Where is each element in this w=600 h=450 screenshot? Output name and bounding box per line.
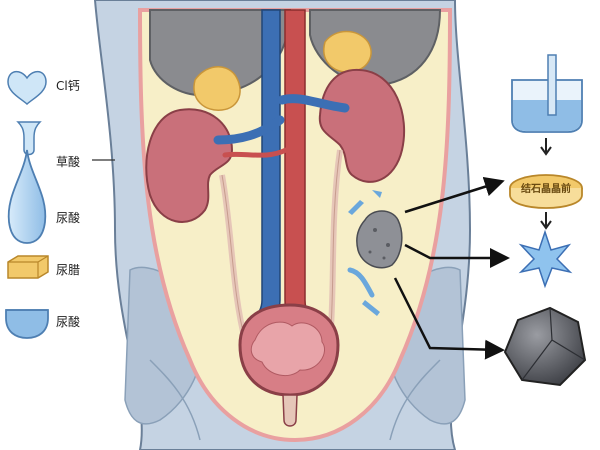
renal-vein-right [277, 94, 350, 113]
legend-label-1: Cl钙 [56, 79, 80, 93]
legend-label-5: 尿酸 [56, 315, 81, 329]
star-crystal-icon [518, 229, 573, 289]
renal-artery-left [222, 147, 289, 158]
crystal-fragment-4 [362, 300, 380, 316]
kidney-stone [356, 210, 403, 269]
rock-stone-icon [503, 306, 587, 387]
renal-vein-left [213, 115, 285, 145]
adrenal-gland-right [323, 30, 372, 73]
adrenal-gland-left [193, 66, 241, 111]
dish-label: 结石晶晶前 [521, 182, 571, 195]
petri-dish-icon: 结石晶晶前 [509, 174, 583, 209]
down-arrow-1 [540, 138, 552, 156]
hip-contour-left [149, 359, 201, 441]
urethra [282, 394, 298, 427]
crystal-fragment-3 [347, 267, 375, 298]
yellow-block-crystal-icon [7, 255, 49, 279]
crystal-fragment-2 [372, 190, 382, 198]
teardrop-flask-icon [7, 149, 47, 244]
legend-label-2: 草酸 [56, 155, 81, 169]
crystal-fragment-1 [348, 200, 364, 215]
heart-shaped-crystal-icon [7, 70, 47, 105]
arrow-to-dish [404, 176, 505, 214]
down-arrow-2 [540, 212, 552, 230]
vial-icon [16, 121, 42, 156]
bladder-tissue [250, 321, 325, 377]
legend-label-3: 尿酸 [56, 211, 81, 225]
arrow-to-rock [393, 277, 505, 360]
hip-contour-right [389, 359, 441, 441]
kidney-right [318, 68, 406, 183]
legend-label-4: 尿腊 [56, 263, 81, 277]
arrow-to-star [404, 243, 510, 268]
blue-bowl-icon [5, 309, 49, 339]
beaker-icon [511, 54, 583, 133]
ureter-left-outline [221, 174, 246, 341]
